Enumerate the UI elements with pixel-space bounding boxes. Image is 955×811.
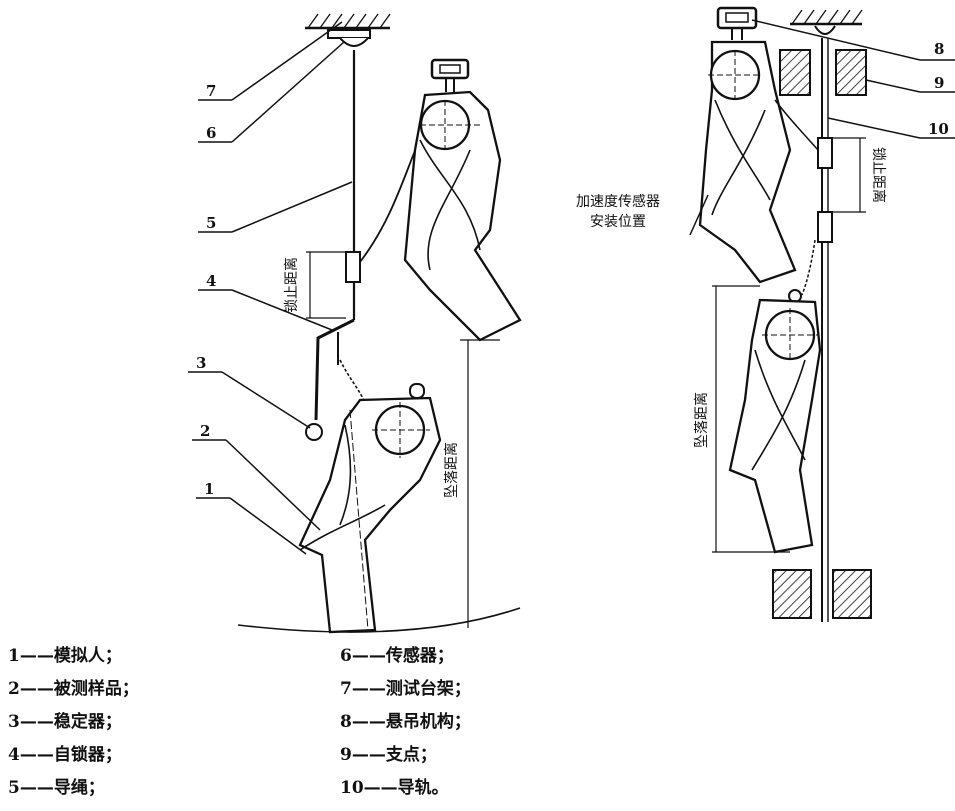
legend-dash: —— [351, 679, 386, 699]
legend-item-8: 8——悬吊机构； [340, 707, 471, 732]
callout-5: 5 [206, 214, 216, 232]
callout-3: 3 [196, 354, 206, 372]
legend-text: 模拟人； [53, 646, 122, 666]
right-ceiling-hatch [791, 9, 863, 25]
left-ceiling-hatch [307, 13, 391, 29]
legend-num: 1 [8, 646, 20, 666]
right-pivot [814, 25, 836, 35]
legend-text: 测试台架； [385, 679, 471, 699]
right-fall-distance-label: 坠落距离 [693, 392, 710, 448]
legend-num: 3 [8, 712, 20, 732]
legend-text: 支点； [385, 745, 437, 765]
accel-sensor-label-line2: 安装位置 [590, 214, 646, 230]
legend-dash: —— [19, 679, 54, 699]
legend-dash: —— [363, 778, 398, 798]
left-ground-arc [237, 607, 521, 633]
legend-num: 4 [8, 745, 20, 765]
legend-item-3: 3——稳定器； [8, 707, 122, 732]
legend-dash: —— [19, 646, 54, 666]
legend-text: 导绳； [53, 778, 105, 798]
left-sensor-block [327, 29, 371, 39]
legend-num: 6 [340, 646, 352, 666]
left-figure [188, 13, 522, 634]
left-lanyard-lower [339, 359, 367, 406]
right-self-lock-upper [817, 137, 833, 169]
legend-text: 自锁器； [53, 745, 122, 765]
legend-num: 7 [340, 679, 352, 699]
left-stabilizer-arm [314, 318, 355, 421]
legend-text: 悬吊机构； [385, 712, 471, 732]
legend-dash: —— [19, 712, 54, 732]
accel-sensor-label-line1: 加速度传感器 [576, 193, 660, 210]
legend-item-6: 6——传感器； [340, 641, 454, 666]
right-support-block-top-right [835, 49, 867, 96]
legend-num: 10 [340, 778, 364, 798]
legend-dash: —— [19, 778, 54, 798]
right-lower-harness [751, 349, 806, 471]
legend-item-2: 2——被测样品； [8, 674, 139, 699]
callout-7: 7 [206, 82, 216, 100]
left-upper-dummy [403, 90, 522, 342]
callout-10: 10 [928, 120, 949, 138]
legend-item-1: 1——模拟人； [8, 641, 122, 666]
legend-dash: —— [351, 646, 386, 666]
legend-item-10: 10——导轨。 [340, 773, 449, 798]
left-upper-harness [419, 139, 481, 271]
right-support-block-bottom-right [832, 569, 872, 619]
legend-text: 稳定器； [53, 712, 122, 732]
left-lower-harness [299, 424, 386, 551]
right-lower-dummy [728, 298, 822, 554]
legend-dash: —— [19, 745, 54, 765]
callout-1: 1 [204, 480, 214, 498]
left-self-lock [345, 251, 361, 283]
legend-item-9: 9——支点； [340, 740, 437, 765]
legend-text: 导轨。 [397, 778, 449, 798]
callout-9: 9 [934, 74, 944, 92]
callout-numbers: 7 6 5 4 3 2 1 8 9 10 [196, 40, 949, 498]
left-fall-distance-label: 坠落距离 [443, 442, 460, 498]
legend-num: 5 [8, 778, 20, 798]
right-support-block-top-left [779, 49, 811, 96]
legend-text: 传感器； [385, 646, 454, 666]
left-lower-dummy [298, 396, 442, 634]
legend-text: 被测样品； [53, 679, 139, 699]
legend-dash: —— [351, 745, 386, 765]
callout-2: 2 [200, 422, 210, 440]
legend-dash: —— [351, 712, 386, 732]
left-sensor [339, 37, 369, 47]
legend-item-7: 7——测试台架； [340, 674, 471, 699]
right-lock-distance-label: 锁止距离 [870, 147, 887, 203]
legend-item-5: 5——导绳； [8, 773, 105, 798]
right-upper-harness [711, 99, 771, 216]
right-support-block-bottom-left [772, 569, 812, 619]
left-leader-lines [188, 21, 353, 555]
legend-num: 8 [340, 712, 352, 732]
right-leader-lines [689, 19, 955, 236]
callout-6: 6 [206, 124, 216, 142]
left-lock-distance-label: 锁止距离 [283, 257, 300, 313]
right-figure [689, 6, 955, 622]
callout-4: 4 [206, 272, 216, 290]
legend-num: 9 [340, 745, 352, 765]
right-self-lock-lower [817, 211, 833, 243]
left-lower-hanger [409, 383, 425, 399]
legend-num: 2 [8, 679, 20, 699]
callout-8: 8 [934, 40, 944, 58]
legend-item-4: 4——自锁器； [8, 740, 122, 765]
